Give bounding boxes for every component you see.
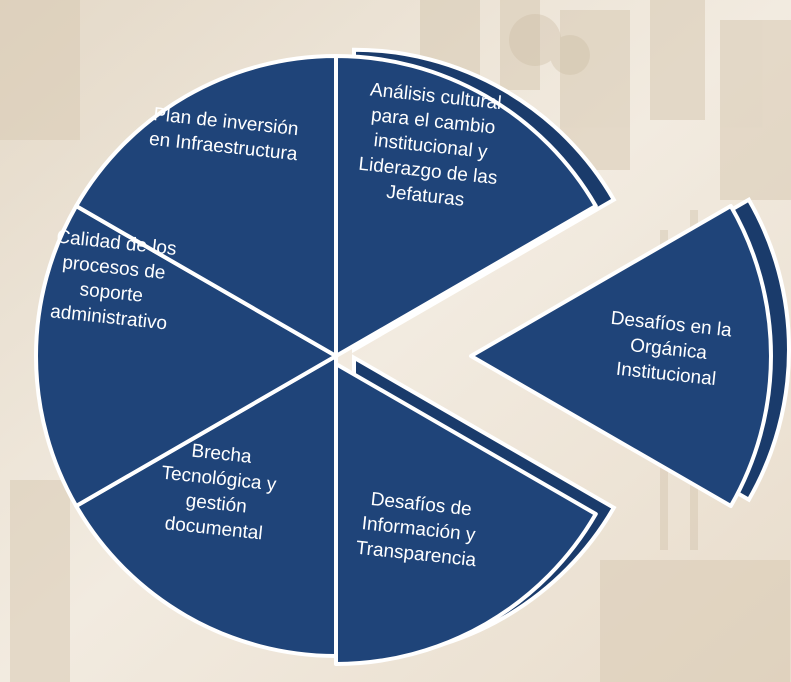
segment-6 xyxy=(74,54,338,358)
segment-1 xyxy=(334,54,598,358)
segment-label-3: Desafíos deInformación yTransparencia xyxy=(355,488,483,571)
segment-2 xyxy=(469,204,773,508)
segment-3 xyxy=(334,362,598,666)
segment-5 xyxy=(34,204,338,508)
segment-4 xyxy=(74,354,338,658)
